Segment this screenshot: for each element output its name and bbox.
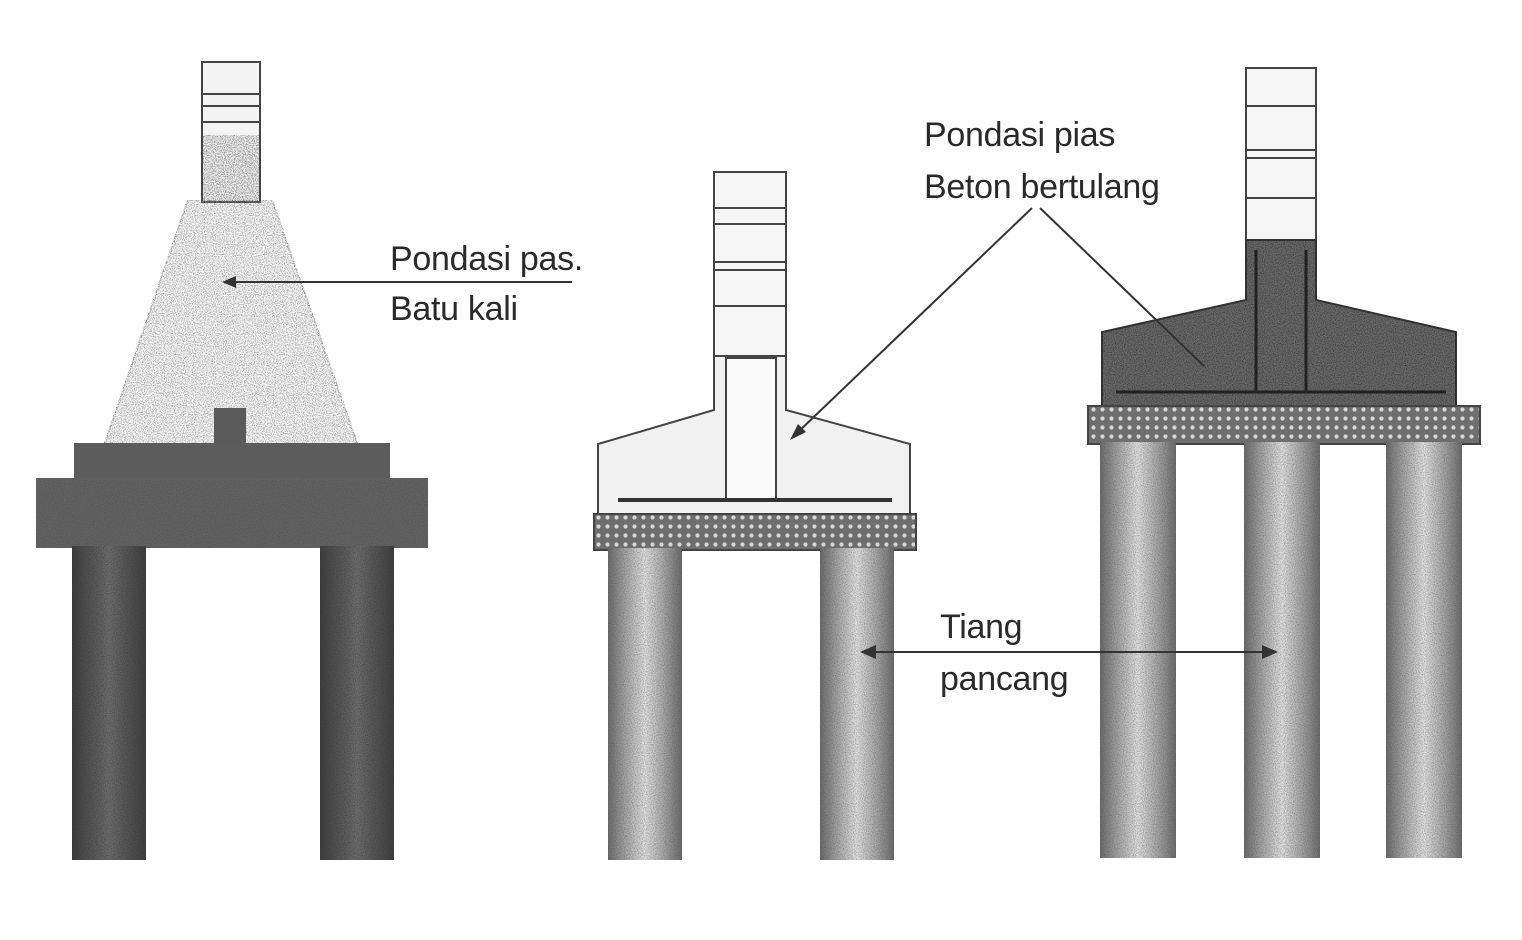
label-pondasi-pias: Pondasi pias	[924, 116, 1115, 154]
middle-brick-wall	[713, 171, 787, 359]
label-beton-bertulang: Beton bertulang	[924, 168, 1160, 206]
label-pancang: pancang	[940, 660, 1068, 698]
middle-column-stub	[725, 357, 777, 501]
right-brick-wall	[1245, 67, 1317, 241]
pias-leaders	[790, 207, 1205, 440]
left-pile-cap	[36, 443, 428, 548]
pias-arrowhead	[790, 424, 806, 440]
pas-arrowhead	[222, 276, 236, 288]
right-foundation	[1087, 67, 1481, 858]
tiang-leaders	[860, 645, 1278, 659]
tiang-arrowhead-left	[860, 645, 876, 659]
middle-blinding-layer	[593, 513, 917, 551]
left-brick-wall	[201, 61, 261, 203]
label-batu-kali: Batu kali	[390, 290, 518, 328]
left-masonry-key	[214, 408, 246, 448]
middle-foundation	[593, 171, 917, 860]
left-foundation	[36, 61, 572, 860]
label-pondasi-pas: Pondasi pas.	[390, 240, 583, 278]
label-tiang: Tiang	[940, 608, 1022, 646]
right-blinding-layer	[1087, 405, 1481, 445]
tiang-arrowhead-right	[1262, 645, 1278, 659]
